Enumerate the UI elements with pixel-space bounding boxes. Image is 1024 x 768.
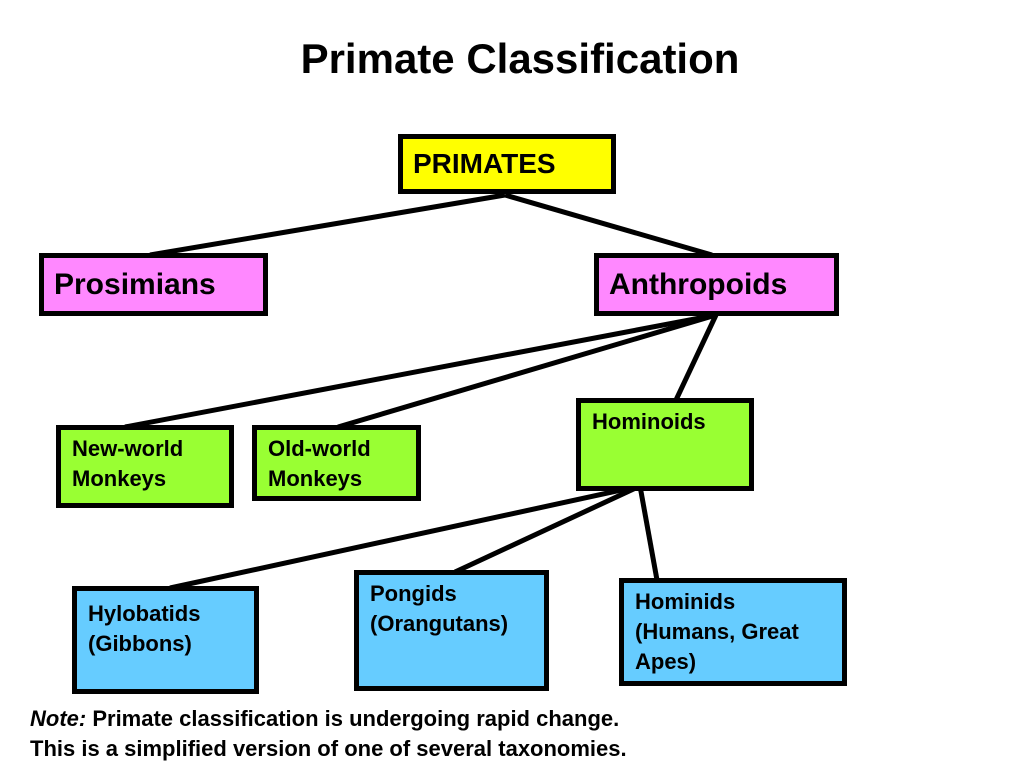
connector-primates-prosimians (149, 192, 506, 258)
footnote-line-2: This is a simplified version of one of s… (30, 736, 627, 761)
node-new-world-line-2: Monkeys (72, 466, 167, 491)
node-primates-label: PRIMATES (413, 148, 556, 179)
diagram-title: Primate Classification (300, 35, 740, 82)
node-hominoids: Hominoids (576, 398, 754, 491)
node-anthropoids-label: Anthropoids (609, 268, 788, 301)
node-new-world-monkeys: New-world Monkeys (56, 425, 234, 508)
node-primates: PRIMATES (398, 134, 616, 194)
connector-primates-anthropoids (504, 192, 713, 258)
footnote-text-1: Primate classification is undergoing rap… (86, 706, 620, 731)
node-pongids-line-1: Pongids (370, 581, 457, 606)
node-hominoids-label: Hominoids (592, 409, 706, 434)
node-hylobatids-line-1: Hylobatids (88, 601, 201, 626)
node-hominids-line-2: (Humans, Great (635, 619, 799, 644)
node-pongids-line-2: (Orangutans) (370, 611, 509, 636)
node-hylobatids-line-2: (Gibbons) (88, 631, 192, 656)
node-old-world-line-1: Old-world (268, 436, 371, 461)
footnote: Note: Primate classification is undergoi… (30, 704, 627, 764)
node-hominids: Hominids (Humans, Great Apes) (619, 578, 847, 686)
node-new-world-line-1: New-world (72, 436, 184, 461)
footnote-label: Note: (30, 706, 87, 731)
connector-anthropoids-hominoids (673, 313, 719, 402)
node-hylobatids: Hylobatids (Gibbons) (72, 586, 259, 694)
footnote-line-1: Note: Primate classification is undergoi… (30, 704, 627, 734)
node-prosimians: Prosimians (39, 253, 268, 316)
node-old-world-line-2: Monkeys (268, 466, 363, 491)
node-old-world-monkeys: Old-world Monkeys (252, 425, 421, 501)
connector-hominoids-hylobatids (169, 483, 641, 591)
node-hominids-line-3: Apes) (635, 649, 697, 674)
connector-anthropoids-new-world (124, 312, 717, 430)
node-prosimians-label: Prosimians (54, 268, 216, 301)
node-hominids-line-1: Hominids (635, 589, 736, 614)
connector-hominoids-pongids (453, 483, 642, 575)
node-anthropoids: Anthropoids (594, 253, 839, 316)
connector-hominoids-hominids (637, 485, 660, 581)
connector-anthropoids-old-world (337, 312, 717, 430)
node-pongids: Pongids (Orangutans) (354, 570, 549, 691)
